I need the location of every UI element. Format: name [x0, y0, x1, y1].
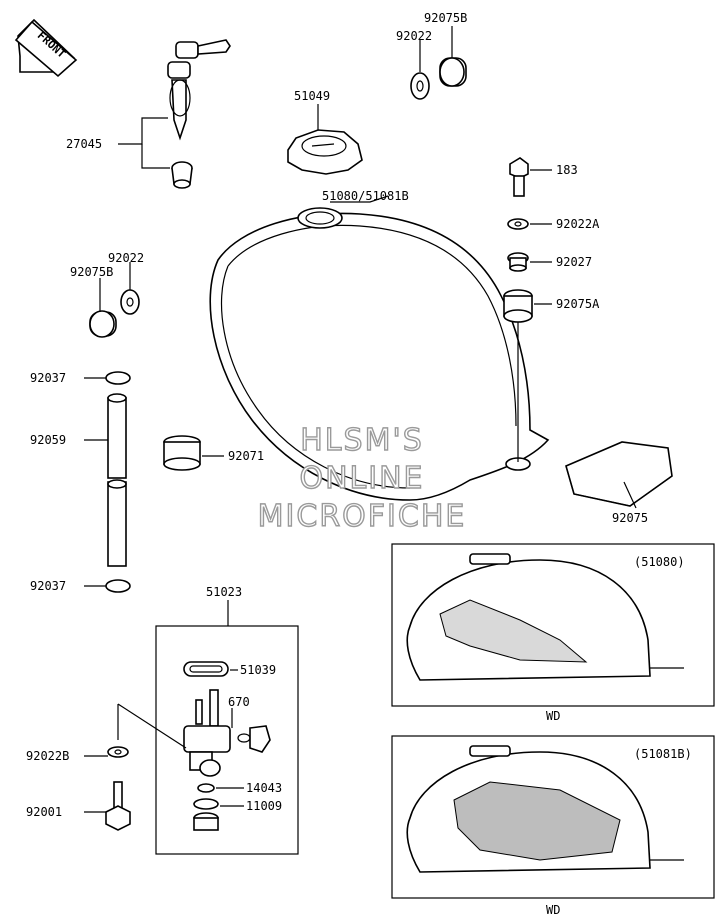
label-92059: 92059 — [30, 433, 66, 447]
rubber-92071-part — [163, 435, 201, 471]
label-92071: 92071 — [228, 449, 264, 463]
label-92022-top: 92022 — [396, 29, 432, 43]
label-183: 183 — [556, 163, 578, 177]
label-92075B-top: 92075B — [424, 11, 467, 25]
fuel-tap-body-part — [183, 689, 271, 777]
washer-92022A-part — [507, 218, 529, 230]
variant-box-51081B: (51081B) WD — [391, 735, 715, 917]
pad-92075-part — [565, 441, 673, 507]
label-670: 670 — [228, 695, 250, 709]
collar-92027-part — [507, 252, 529, 272]
label-92075: 92075 — [612, 511, 648, 525]
washer-92022-left-part — [120, 289, 140, 315]
front-arrow-icon: FRONT — [14, 18, 78, 78]
filter-cup-11009-part — [193, 798, 219, 831]
clip-92037-bot-part — [105, 579, 131, 593]
watermark: HLSM'S ONLINE MICROFICHE — [257, 422, 467, 534]
fuel-tank-part — [209, 207, 550, 501]
label-92022-left: 92022 — [108, 251, 144, 265]
label-92075B-left: 92075B — [70, 265, 113, 279]
watermark-line-2: ONLINE — [299, 461, 424, 496]
label-92001: 92001 — [26, 805, 62, 819]
clip-92037-top-part — [105, 371, 131, 385]
watermark-line-1: HLSM'S — [300, 423, 424, 458]
label-51039: 51039 — [240, 663, 276, 677]
watermark-line-3: MICROFICHE — [258, 499, 467, 534]
washer-14043-part — [197, 783, 215, 793]
fuel-cap-part — [287, 129, 363, 175]
bolt-92001-part — [105, 781, 131, 831]
key-set-part — [167, 39, 231, 189]
grommet-92075A-part — [503, 289, 533, 323]
variant-caption-51081B: WD — [546, 903, 560, 917]
label-11009: 11009 — [246, 799, 282, 813]
label-51023: 51023 — [206, 585, 242, 599]
label-92037-top: 92037 — [30, 371, 66, 385]
washer-92022-top-part — [410, 72, 430, 100]
label-92037-bot: 92037 — [30, 579, 66, 593]
label-51080-51081B: 51080/51081B — [322, 189, 409, 203]
label-92022B: 92022B — [26, 749, 69, 763]
label-92022A: 92022A — [556, 217, 600, 231]
label-27045: 27045 — [66, 137, 102, 151]
variant-caption-51080: WD — [546, 709, 560, 723]
washer-92022B-part — [107, 746, 129, 758]
hose-92059-part — [107, 393, 127, 567]
label-14043: 14043 — [246, 781, 282, 795]
label-51049: 51049 — [294, 89, 330, 103]
variant-code-51081B: (51081B) — [634, 747, 692, 761]
bolt-183-part — [509, 157, 529, 197]
o-ring-part — [237, 733, 251, 743]
label-92075A: 92075A — [556, 297, 600, 311]
callout-27045: 27045 — [66, 117, 170, 169]
label-92027: 92027 — [556, 255, 592, 269]
variant-box-51080: (51080) WD — [391, 543, 715, 723]
grommet-92075B-left-part — [89, 310, 117, 338]
gasket-51039-part — [183, 661, 229, 677]
grommet-92075B-top-part — [439, 57, 467, 87]
fuel-tap-box — [155, 625, 299, 855]
variant-code-51080: (51080) — [634, 555, 685, 569]
